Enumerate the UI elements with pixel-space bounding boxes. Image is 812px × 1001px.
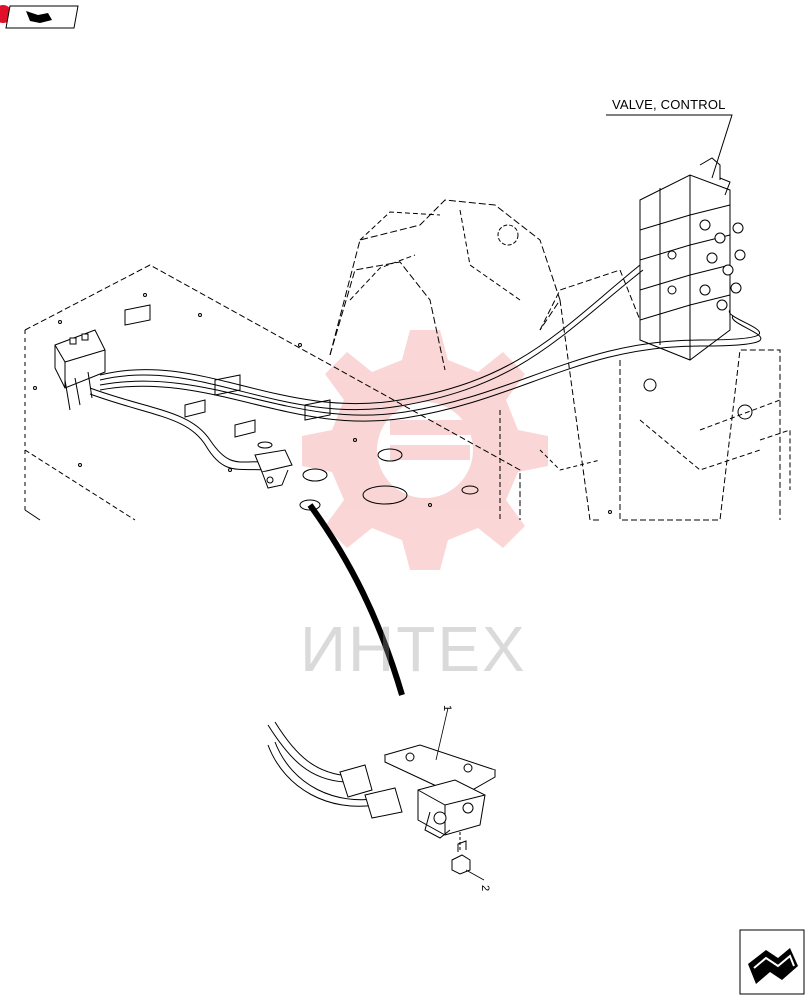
callout-valve-control-label: VALVE, CONTROL bbox=[612, 97, 726, 112]
pedal-valve-drawing bbox=[54, 329, 106, 411]
watermark-text: ИНТЕХ bbox=[300, 613, 527, 685]
detail-leader-line bbox=[307, 503, 405, 696]
item-leaders bbox=[435, 707, 485, 881]
machine-frame-drawing bbox=[24, 199, 791, 521]
nav-next-button[interactable] bbox=[738, 928, 806, 1001]
detail-view-drawing bbox=[267, 721, 497, 875]
control-valve-drawing bbox=[639, 157, 746, 361]
watermark-gear-logo bbox=[302, 330, 548, 570]
nav-back-button[interactable] bbox=[4, 4, 80, 35]
item-number-2: 2 bbox=[479, 884, 492, 892]
mounted-block-drawing bbox=[254, 449, 293, 489]
arrow-back-icon bbox=[5, 5, 79, 29]
pilot-hoses-drawing bbox=[89, 264, 762, 471]
item-number-1: 1 bbox=[441, 704, 454, 712]
callout-leader bbox=[606, 114, 733, 179]
arrow-next-icon bbox=[739, 929, 805, 995]
